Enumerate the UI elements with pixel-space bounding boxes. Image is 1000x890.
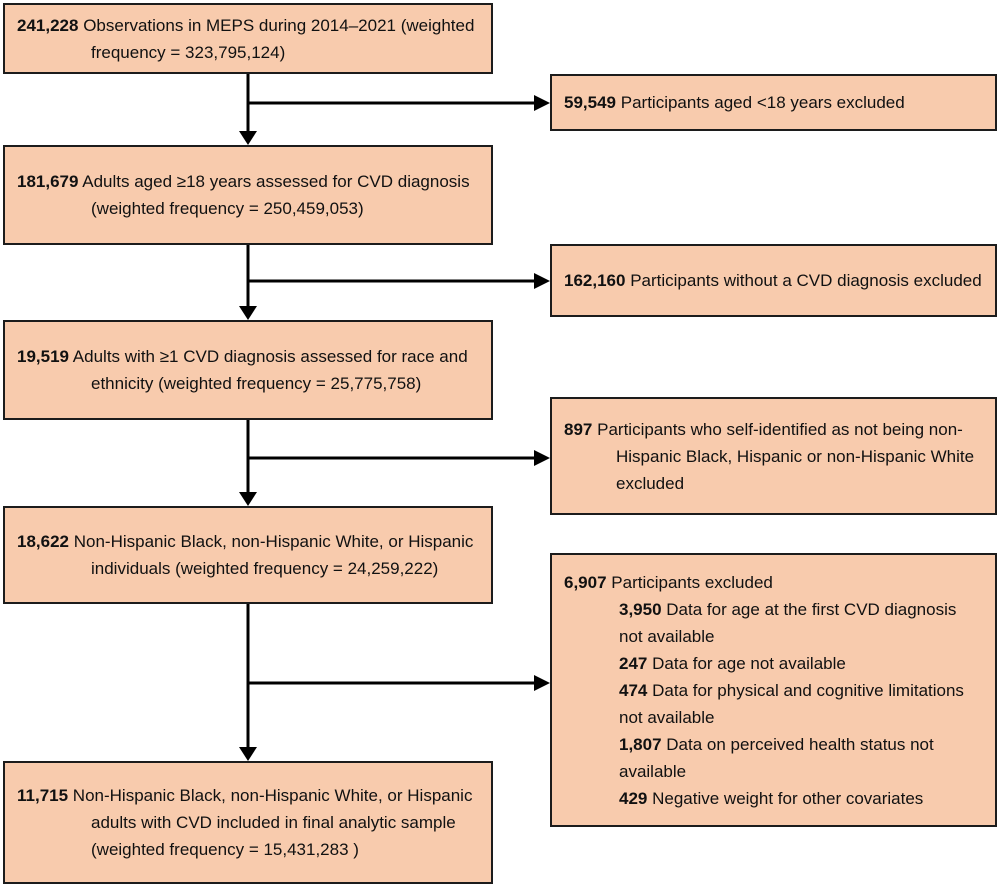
exclusion-sub-item: 1,807 Data on perceived health status no… [619,731,983,785]
box-text: 241,228 Observations in MEPS during 2014… [17,12,479,66]
box-text: 59,549 Participants aged <18 years exclu… [564,89,983,116]
arrow-down-4 [239,604,257,761]
box-final-sample: 11,715 Non-Hispanic Black, non-Hispanic … [3,761,493,884]
box-text: 897 Participants who self-identified as … [564,416,983,497]
count-value: 181,679 [17,172,79,191]
box-text: 18,622 Non-Hispanic Black, non-Hispanic … [17,528,479,582]
count-value: 3,950 [619,599,662,619]
count-label: Adults with ≥1 CVD diagnosis assessed fo… [72,347,468,393]
count-value: 18,622 [17,532,69,551]
box-text: 181,679 Adults aged ≥18 years assessed f… [17,168,479,222]
arrow-right-1 [248,95,550,111]
box-meps-observations: 241,228 Observations in MEPS during 2014… [3,3,493,74]
box-race-ethnicity: 18,622 Non-Hispanic Black, non-Hispanic … [3,506,493,604]
count-value: 429 [619,788,648,808]
count-label: Observations in MEPS during 2014–2021 (w… [83,15,475,62]
count-label: Non-Hispanic Black, non-Hispanic White, … [72,786,473,859]
count-label: Negative weight for other covariates [652,788,924,808]
box-excluded-missing-data: 6,907 Participants excluded 3,950 Data f… [550,553,997,827]
count-label: Data for age not available [652,653,846,673]
count-value: 6,907 [564,572,607,592]
count-label: Participants aged <18 years excluded [620,93,905,112]
arrow-down-1 [239,74,257,145]
box-text: 11,715 Non-Hispanic Black, non-Hispanic … [17,782,479,863]
count-label: Participants without a CVD diagnosis exc… [630,271,982,290]
exclusion-sub-item: 429 Negative weight for other covariates [619,785,983,812]
arrow-down-2 [239,245,257,320]
count-value: 19,519 [17,347,69,366]
box-text: 19,519 Adults with ≥1 CVD diagnosis asse… [17,343,479,397]
exclusion-sub-item: 3,950 Data for age at the first CVD diag… [619,596,983,650]
box-text: 6,907 Participants excluded [564,569,983,596]
count-value: 897 [564,419,593,439]
count-value: 162,160 [564,271,626,290]
count-label: Non-Hispanic Black, non-Hispanic White, … [73,532,474,578]
count-value: 247 [619,653,648,673]
exclusion-sub-item: 247 Data for age not available [619,650,983,677]
box-text: 162,160 Participants without a CVD diagn… [564,267,983,294]
count-label: Participants who self-identified as not … [597,419,975,493]
box-cvd-diagnosis: 19,519 Adults with ≥1 CVD diagnosis asse… [3,320,493,420]
count-value: 474 [619,680,648,700]
arrow-right-3 [248,450,550,466]
exclusion-sub-item: 474 Data for physical and cognitive limi… [619,677,983,731]
count-value: 11,715 [17,786,69,805]
box-adults-assessed: 181,679 Adults aged ≥18 years assessed f… [3,145,493,245]
arrow-down-3 [239,420,257,506]
count-value: 59,549 [564,93,616,112]
count-value: 241,228 [17,15,79,35]
count-label: Adults aged ≥18 years assessed for CVD d… [82,172,470,218]
count-label: Data for physical and cognitive limitati… [619,680,964,727]
arrow-right-4 [248,675,550,691]
box-excluded-under18: 59,549 Participants aged <18 years exclu… [550,74,997,131]
count-label: Data for age at the first CVD diagnosis … [619,599,957,646]
count-label: Participants excluded [611,572,773,592]
arrow-right-2 [248,273,550,289]
count-label: Data on perceived health status not avai… [619,734,934,781]
box-excluded-race: 897 Participants who self-identified as … [550,397,997,515]
box-excluded-no-cvd: 162,160 Participants without a CVD diagn… [550,244,997,317]
count-value: 1,807 [619,734,662,754]
